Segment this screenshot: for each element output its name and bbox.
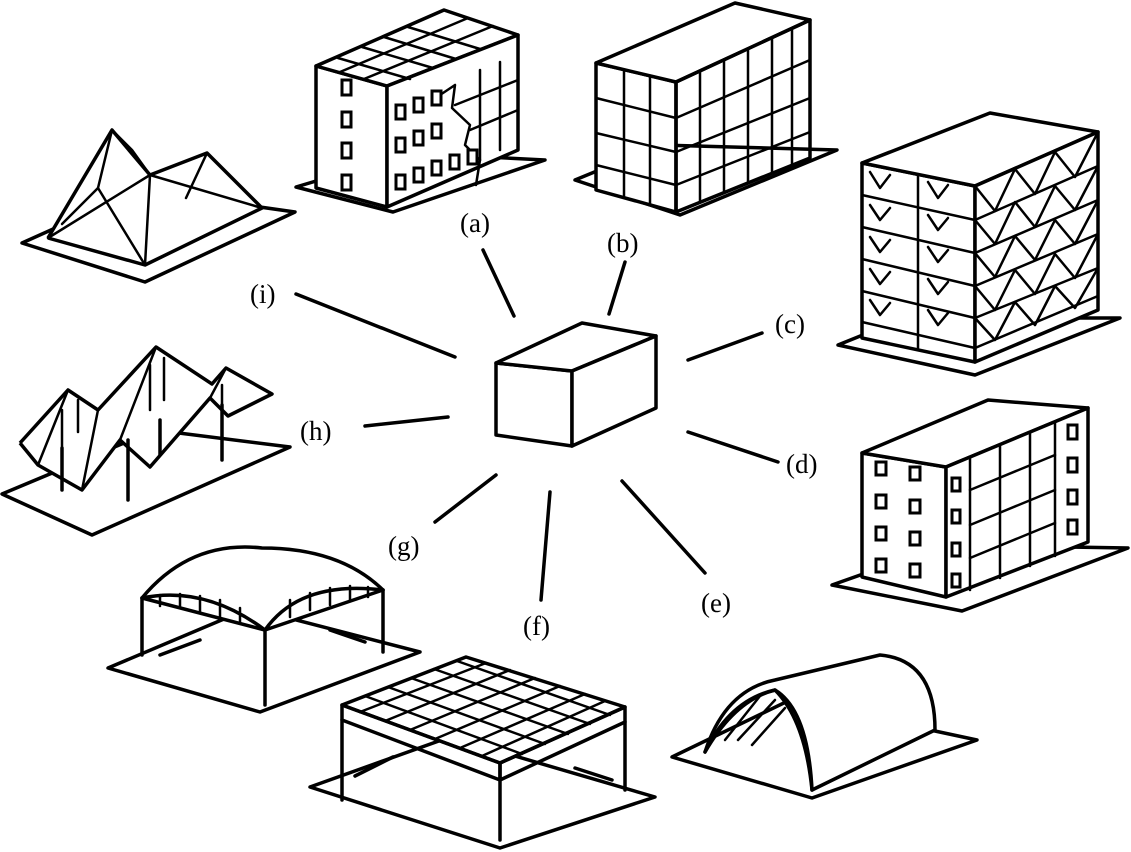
label-e: (e) — [701, 588, 731, 618]
connector-c — [686, 331, 764, 362]
connector-a — [481, 248, 516, 318]
structure-i-folded-shell — [20, 128, 297, 284]
building-b-frame — [573, 1, 839, 217]
connector-i — [294, 292, 457, 359]
building-d-shear-wall — [830, 398, 1130, 613]
label-c: (c) — [775, 309, 805, 339]
structure-g-arch-roof — [106, 545, 422, 714]
connector-lines — [294, 248, 780, 602]
label-d: (d) — [786, 449, 817, 479]
structure-h-folded-truss — [0, 345, 292, 537]
connector-g — [433, 473, 498, 524]
connector-e — [620, 479, 707, 575]
structure-f-space-grid — [308, 655, 657, 850]
structure-e-barrel-shell — [670, 653, 979, 800]
labels: (a) (b) (c) (d) (e) (f) (g) (h) (i) — [250, 208, 817, 641]
label-h: (h) — [300, 416, 331, 446]
connector-f — [539, 490, 552, 602]
label-a: (a) — [460, 208, 490, 238]
central-box — [494, 321, 658, 448]
label-g: (g) — [388, 531, 419, 561]
label-f: (f) — [523, 611, 550, 641]
label-i: (i) — [250, 279, 275, 309]
building-c-braced-frame — [836, 111, 1122, 377]
building-a-masonry — [294, 8, 547, 214]
connector-b — [607, 260, 627, 316]
connector-d — [686, 430, 780, 464]
label-b: (b) — [607, 228, 638, 258]
connector-h — [363, 415, 450, 428]
